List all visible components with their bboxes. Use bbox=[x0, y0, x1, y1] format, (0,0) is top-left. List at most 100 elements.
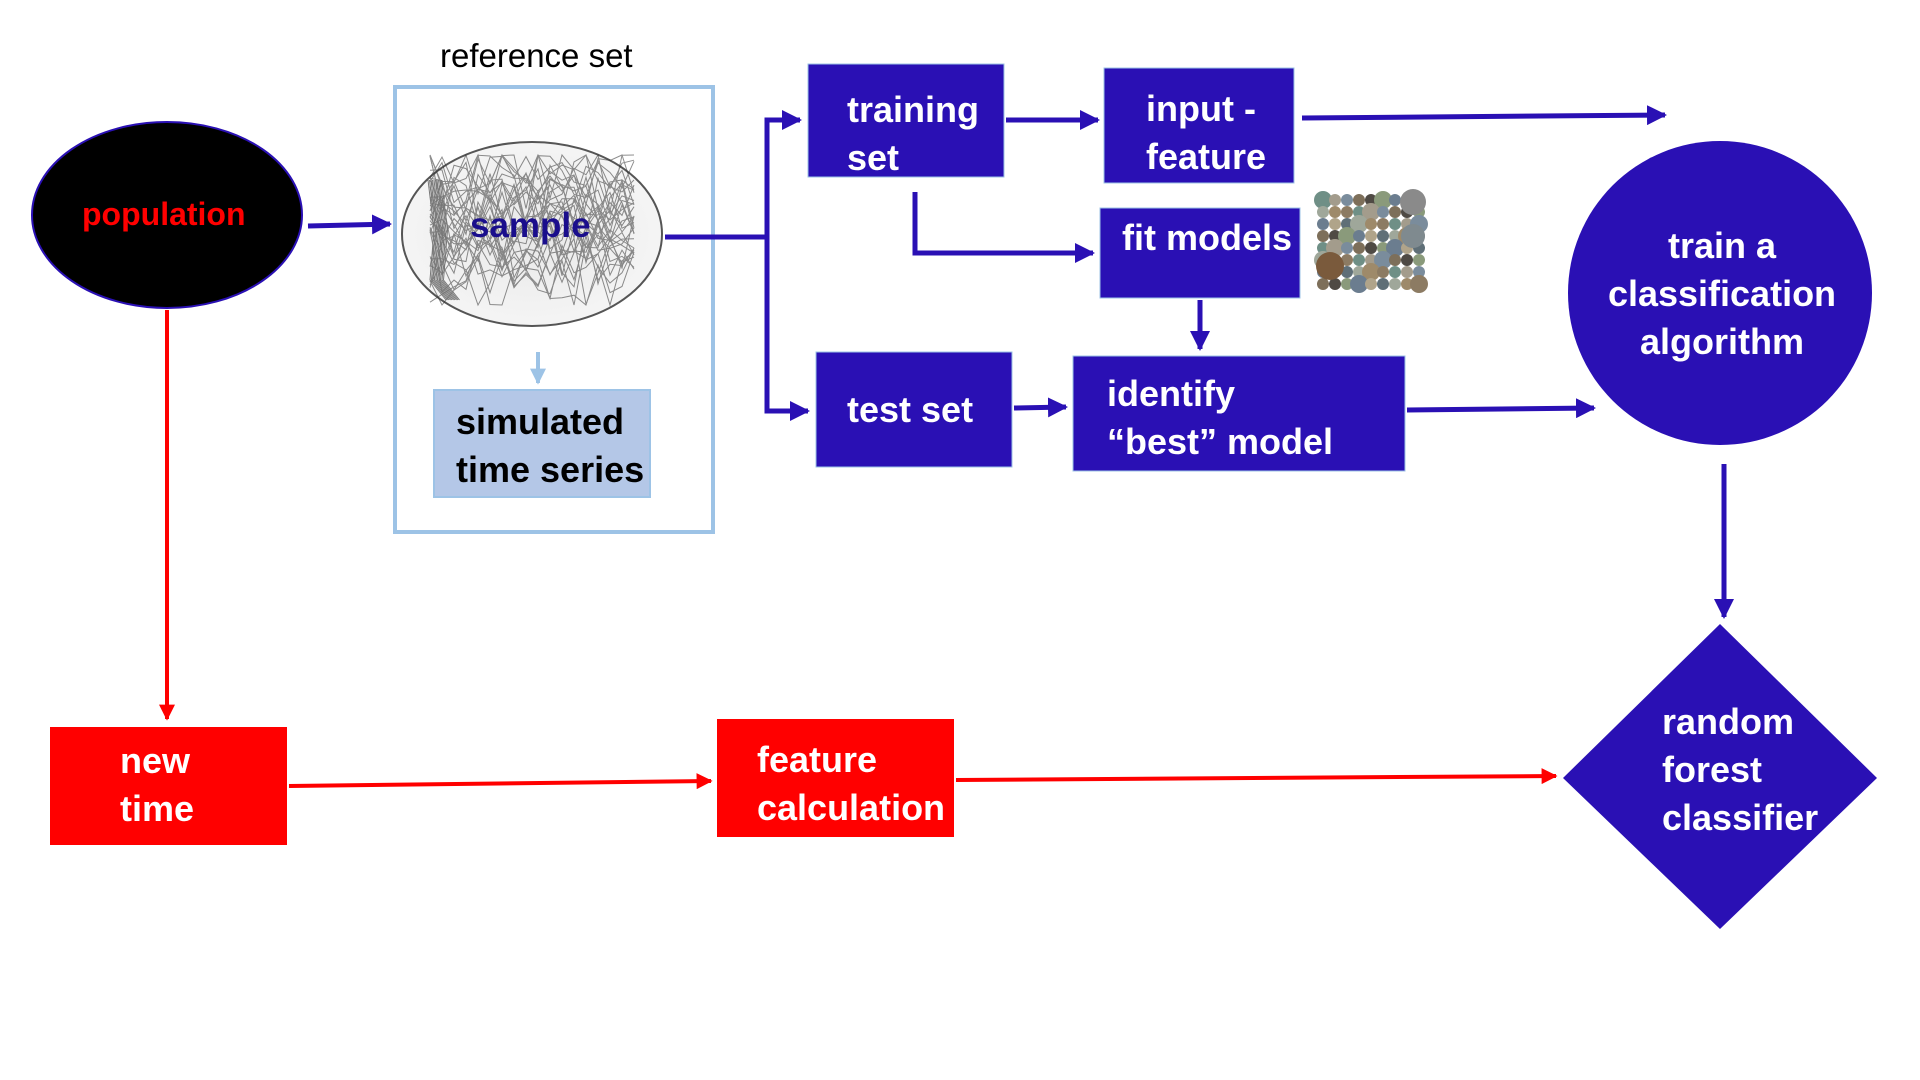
arrow-training-to-fit-models bbox=[912, 192, 1095, 263]
model-swatch bbox=[1329, 278, 1341, 290]
training-set-line1: training bbox=[847, 89, 979, 130]
model-swatch bbox=[1365, 194, 1377, 206]
model-swatch bbox=[1365, 242, 1377, 254]
model-swatch bbox=[1401, 254, 1413, 266]
model-swatch bbox=[1401, 278, 1413, 290]
model-swatch bbox=[1389, 218, 1401, 230]
simulated-time-series-label: simulated time series bbox=[456, 398, 644, 494]
model-swatch bbox=[1389, 254, 1401, 266]
scribble-line bbox=[429, 218, 635, 277]
simulated-line1: simulated bbox=[456, 401, 625, 442]
model-swatch bbox=[1341, 218, 1353, 230]
input-feature-node bbox=[1103, 67, 1295, 184]
model-swatch bbox=[1341, 206, 1353, 218]
fit-models-node bbox=[1099, 207, 1301, 299]
model-swatch bbox=[1329, 206, 1341, 218]
reference-set-title: reference set bbox=[440, 37, 633, 74]
model-swatch bbox=[1353, 266, 1365, 278]
model-swatch bbox=[1317, 218, 1329, 230]
scribble-line bbox=[435, 179, 454, 301]
model-swatch bbox=[1353, 242, 1365, 254]
random-forest-classifier-label: random forest classifier bbox=[1662, 698, 1818, 842]
scribble-line bbox=[427, 179, 447, 301]
scribble-line bbox=[429, 161, 635, 229]
reference-set-frame bbox=[393, 85, 715, 534]
scribble-line bbox=[436, 179, 456, 301]
random-forest-line2: forest bbox=[1662, 749, 1763, 790]
training-set-line2: set bbox=[847, 137, 900, 178]
scribble-line bbox=[429, 178, 635, 249]
train-line3: algorithm bbox=[1639, 321, 1804, 362]
population-node bbox=[31, 121, 303, 309]
simulated-line2: time series bbox=[456, 449, 645, 490]
model-swatch bbox=[1386, 239, 1404, 257]
scribble-line bbox=[429, 163, 635, 235]
model-swatch bbox=[1341, 278, 1353, 290]
model-swatch bbox=[1317, 230, 1329, 242]
scribble-line bbox=[429, 230, 635, 293]
model-swatch bbox=[1350, 215, 1368, 233]
arrow-to-training-set bbox=[764, 110, 802, 237]
model-swatch bbox=[1329, 218, 1341, 230]
scribble-line bbox=[429, 249, 635, 307]
arrow-population-to-sample bbox=[307, 214, 392, 235]
model-swatch bbox=[1338, 227, 1356, 245]
scribble-line bbox=[429, 159, 635, 222]
model-swatch bbox=[1341, 254, 1353, 266]
scribble-line bbox=[430, 179, 450, 301]
model-swatch bbox=[1389, 206, 1401, 218]
model-swatch bbox=[1341, 242, 1353, 254]
scribble-line bbox=[429, 243, 635, 301]
model-swatch bbox=[1413, 254, 1425, 266]
train-line1: train a bbox=[1667, 225, 1777, 266]
model-swatch bbox=[1377, 278, 1389, 290]
model-swatch bbox=[1410, 275, 1428, 293]
scribble-line bbox=[441, 179, 460, 301]
scribble-line bbox=[429, 213, 635, 278]
arrow-input-feature-to-train bbox=[1301, 105, 1667, 126]
model-swatch bbox=[1374, 191, 1392, 209]
model-swatch bbox=[1389, 194, 1401, 206]
time-series-scribbles bbox=[427, 153, 635, 307]
scribble-line bbox=[439, 179, 459, 301]
model-swatch bbox=[1389, 266, 1401, 278]
test-set-label: test set bbox=[847, 389, 974, 430]
model-swatch bbox=[1341, 266, 1353, 278]
sample-label: sample bbox=[470, 206, 591, 245]
model-swatch bbox=[1353, 230, 1365, 242]
scribble-line bbox=[429, 154, 635, 225]
model-swatch bbox=[1400, 189, 1426, 215]
scribble-line bbox=[438, 179, 457, 301]
train-classification-algorithm-node bbox=[1568, 141, 1872, 445]
model-swatch bbox=[1377, 206, 1389, 218]
model-swatch bbox=[1377, 230, 1389, 242]
random-forest-line1: random bbox=[1662, 701, 1795, 742]
scribble-line bbox=[429, 240, 635, 306]
scribble-line bbox=[432, 179, 451, 301]
scribble-line bbox=[429, 184, 635, 230]
test-set-node bbox=[815, 351, 1013, 468]
model-swatch bbox=[1374, 251, 1392, 269]
input-feature-line2: feature bbox=[1146, 136, 1267, 177]
scribble-line bbox=[429, 153, 635, 209]
model-swatch bbox=[1350, 275, 1368, 293]
model-swatch-grid bbox=[1314, 189, 1428, 293]
model-swatch bbox=[1316, 252, 1344, 280]
model-swatch bbox=[1365, 254, 1377, 266]
arrow-to-test-set bbox=[764, 237, 810, 421]
input-feature-label: input - feature bbox=[1146, 85, 1266, 181]
new-time-line1: new bbox=[120, 740, 191, 781]
scribble-line bbox=[429, 179, 448, 301]
scribble-line bbox=[429, 175, 635, 237]
feature-calculation-node bbox=[717, 719, 954, 837]
arrow-feature-calc-to-random-forest bbox=[955, 768, 1558, 785]
training-set-label: training set bbox=[847, 86, 979, 182]
feature-calc-line1: feature bbox=[757, 739, 878, 780]
random-forest-classifier-node bbox=[1563, 624, 1877, 929]
scribble-line bbox=[429, 173, 635, 237]
identify-best-model-label: identify “best” model bbox=[1107, 370, 1333, 466]
new-time-label: new time bbox=[120, 737, 194, 833]
model-swatch bbox=[1353, 206, 1365, 218]
model-swatch bbox=[1317, 278, 1329, 290]
